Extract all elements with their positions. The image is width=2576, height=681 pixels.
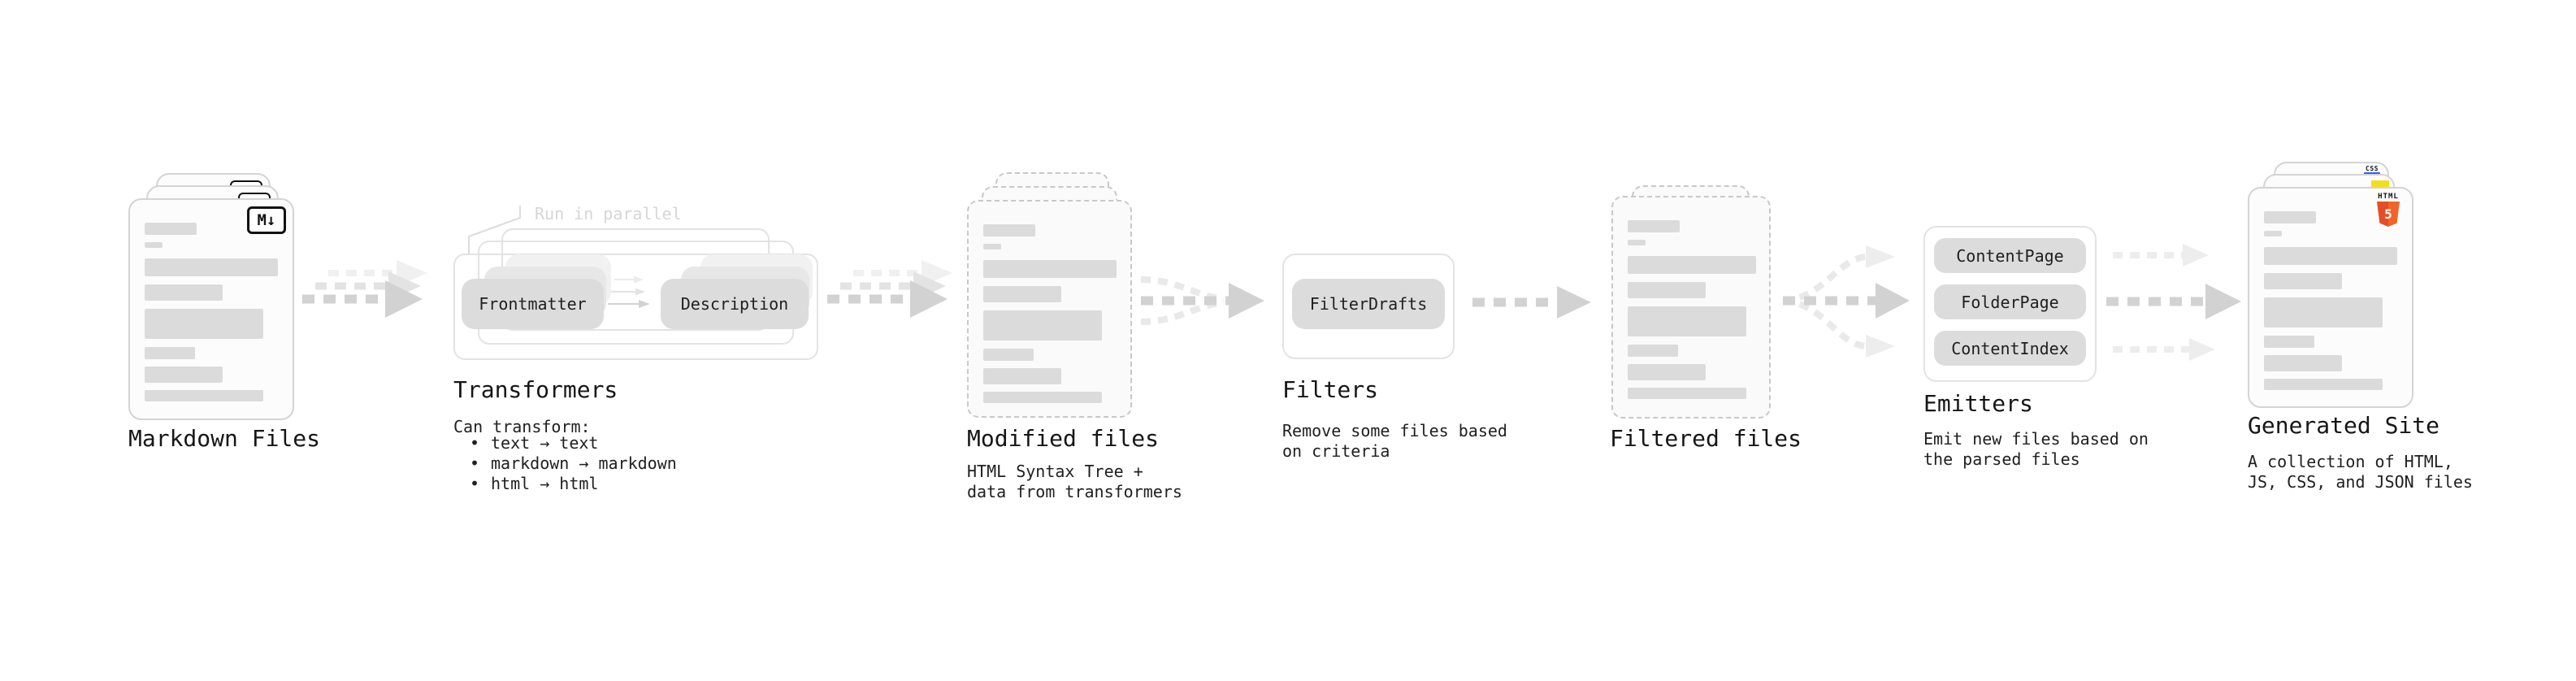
placeholder-bar xyxy=(983,392,1102,403)
placeholder-bar xyxy=(145,258,278,276)
transformer-group-box xyxy=(453,254,818,360)
transformer-pill: Description xyxy=(661,279,809,329)
file-card xyxy=(967,200,1132,418)
file-card: M↓ xyxy=(128,198,294,420)
stage-label: Filters xyxy=(1282,376,1379,403)
fan-in-arrow-icon xyxy=(1140,276,1264,325)
transform-bullet: •text → text xyxy=(470,433,599,453)
flow-arrow-icon xyxy=(302,260,427,318)
parallel-annotation: Run in parallel xyxy=(535,204,682,223)
placeholder-bar xyxy=(2264,273,2342,289)
fan-out-arrow-icon xyxy=(1782,245,1910,358)
placeholder-bar xyxy=(2264,231,2282,236)
placeholder-bar xyxy=(2264,336,2314,348)
transformer-pill: Frontmatter xyxy=(462,279,604,329)
filter-pill: FilterDrafts xyxy=(1292,279,1445,329)
placeholder-bar xyxy=(2264,379,2383,390)
placeholder-bar xyxy=(1628,256,1756,274)
placeholder-bar xyxy=(983,349,1034,361)
transform-bullet: •markdown → markdown xyxy=(470,453,677,473)
placeholder-bar xyxy=(2264,211,2316,223)
placeholder-bar xyxy=(2264,355,2342,371)
stage-label: Markdown Files xyxy=(128,425,321,452)
js-icon xyxy=(2371,180,2389,189)
placeholder-bar xyxy=(1628,220,1680,232)
stage-label: Transformers xyxy=(453,376,618,403)
placeholder-bar xyxy=(1628,306,1746,336)
flow-arrow-icon xyxy=(827,260,952,318)
placeholder-bar xyxy=(145,309,263,339)
flow-arrow-icon xyxy=(1472,286,1591,319)
emitter-pill: FolderPage xyxy=(1934,284,2086,319)
placeholder-bar xyxy=(145,223,197,235)
placeholder-bar xyxy=(1628,282,1706,298)
transform-bullet: •html → html xyxy=(470,474,599,493)
stage-description: Remove some files based on criteria xyxy=(1282,421,1507,461)
parallel-callout-icon xyxy=(468,206,521,254)
placeholder-bar xyxy=(983,310,1102,340)
stage-label: Generated Site xyxy=(2248,412,2440,439)
stage-label: Emitters xyxy=(1923,390,2033,417)
css-icon: CSS xyxy=(2364,166,2380,175)
placeholder-bar xyxy=(145,347,195,359)
stage-description: HTML Syntax Tree + data from transformer… xyxy=(967,462,1182,501)
placeholder-bar xyxy=(1628,240,1646,245)
placeholder-bar xyxy=(983,244,1001,249)
file-card: HTML 5 xyxy=(2248,187,2413,408)
placeholder-bar xyxy=(2264,297,2383,327)
emitter-pill: ContentIndex xyxy=(1934,331,2086,366)
placeholder-bar xyxy=(1628,345,1678,357)
placeholder-bar xyxy=(145,367,223,383)
file-card xyxy=(1611,196,1771,419)
emitter-pill: ContentPage xyxy=(1934,238,2086,273)
placeholder-bar xyxy=(145,284,223,301)
stage-label: Modified files xyxy=(967,425,1160,452)
placeholder-bar xyxy=(145,390,263,401)
html5-icon: HTML 5 xyxy=(2375,193,2401,227)
emitter-group-box xyxy=(1923,226,2097,382)
flow-arrow-icon xyxy=(2106,244,2241,361)
placeholder-bar xyxy=(145,242,163,248)
markdown-icon: M↓ xyxy=(247,206,286,234)
placeholder-bar xyxy=(983,260,1117,278)
placeholder-bar xyxy=(983,224,1035,236)
placeholder-bar xyxy=(1628,364,1706,380)
transform-arrows-icon xyxy=(608,275,650,308)
placeholder-bar xyxy=(2264,247,2397,265)
placeholder-bar xyxy=(1628,388,1746,399)
stage-description: A collection of HTML, JS, CSS, and JSON … xyxy=(2248,452,2473,492)
filter-group-box xyxy=(1282,254,1455,359)
stage-description: Emit new files based on the parsed files xyxy=(1923,429,2149,469)
placeholder-bar xyxy=(983,368,1061,384)
stage-description: Can transform: xyxy=(453,417,591,436)
stage-label: Filtered files xyxy=(1610,425,1802,452)
placeholder-bar xyxy=(983,286,1061,302)
